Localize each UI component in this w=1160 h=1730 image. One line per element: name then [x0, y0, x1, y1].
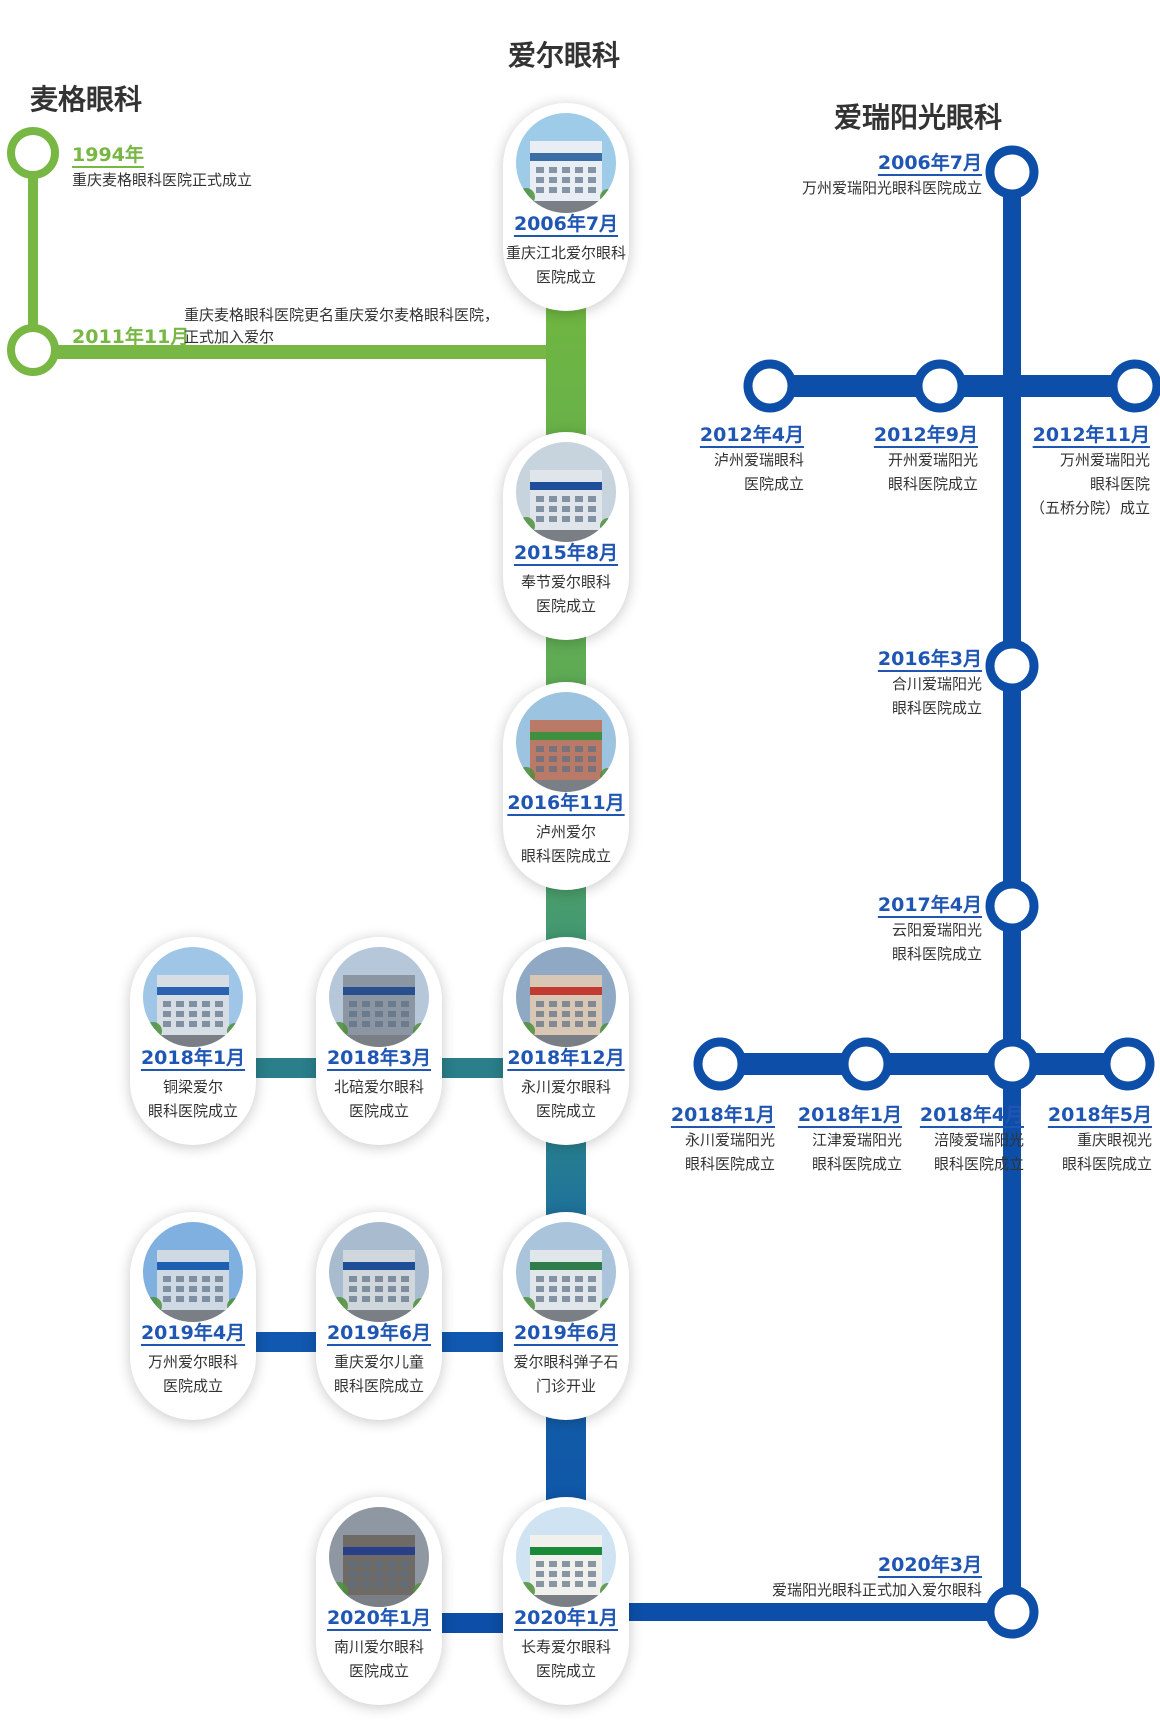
airui-event-2012-11-text: 万州爱瑞阳光 眼科医院 （五桥分院）成立 [1029, 451, 1150, 517]
airui-event-2018-01-b-date: 2018年1月 [797, 1104, 902, 1126]
card-text: 奉节爱尔眼科 医院成立 [520, 573, 611, 615]
maige-node-1994 [7, 127, 59, 179]
aier-card-2006-07: 2006年7月 重庆江北爱尔眼科 医院成立 [503, 103, 629, 311]
airui-node-2006 [985, 145, 1039, 199]
maige-event-1-text: 重庆麦格眼科医院正式成立 [72, 171, 253, 189]
card-text: 万州爱尔眼科 医院成立 [147, 1353, 238, 1395]
card-text: 铜梁爱尔 眼科医院成立 [147, 1078, 238, 1120]
airui-node-2016-03 [985, 639, 1039, 693]
airui-event-2012-11-date: 2012年11月 [1032, 424, 1150, 446]
card-date: 2006年7月 [513, 213, 619, 235]
hospital-photo-icon [516, 1222, 616, 1322]
aier-card-2015-08: 2015年8月 奉节爱尔眼科 医院成立 [503, 432, 629, 640]
hospital-photo-icon [329, 947, 429, 1047]
airui-node-2020-03 [985, 1585, 1039, 1639]
aier-card-2018-12: 2018年12月 永川爱尔眼科 医院成立 [503, 937, 629, 1145]
card-text: 永川爱尔眼科 医院成立 [520, 1078, 611, 1120]
airui-node-2018-05 [1101, 1037, 1155, 1091]
hospital-photo-icon [143, 947, 243, 1047]
airui-title: 爱瑞阳光眼科 [834, 101, 1003, 134]
card-date: 2019年4月 [140, 1322, 246, 1344]
airui-node-2012-09 [913, 359, 967, 413]
airui-node-2018-01-a [693, 1037, 747, 1091]
airui-event-2017-04-date: 2017年4月 [877, 894, 982, 916]
maige-event-2-text: 重庆麦格眼科医院更名重庆爱尔麦格眼科医院， 正式加入爱尔 [184, 306, 500, 346]
maige-event-2-date: 2011年11月 [72, 326, 190, 348]
aier-title: 爱尔眼科 [508, 39, 621, 72]
aier-card-2020-01-a: 2020年1月 长寿爱尔眼科 医院成立 [503, 1497, 629, 1705]
airui-node-2018-01-b [839, 1037, 893, 1091]
airui-node-2018-04 [985, 1037, 1039, 1091]
maige-title: 麦格眼科 [30, 83, 143, 116]
airui-event-2018-01-b-text: 江津爱瑞阳光 眼科医院成立 [811, 1131, 902, 1173]
card-text: 重庆江北爱尔眼科 医院成立 [505, 244, 626, 286]
airui-event-2020-03-text: 爱瑞阳光眼科正式加入爱尔眼科 [771, 1581, 982, 1599]
aier-card-2019-06-a: 2019年6月 爱尔眼科弹子石 门诊开业 [503, 1212, 629, 1420]
card-text: 长寿爱尔眼科 医院成立 [520, 1638, 611, 1680]
hospital-photo-icon [516, 947, 616, 1047]
card-date: 2018年1月 [140, 1047, 246, 1069]
card-date: 2019年6月 [326, 1322, 432, 1344]
airui-node-2012-04 [743, 359, 797, 413]
airui-node-2017-04 [985, 879, 1039, 933]
card-date: 2016年11月 [507, 792, 625, 814]
aier-card-2018-01: 2018年1月 铜梁爱尔 眼科医院成立 [130, 937, 256, 1145]
hospital-photo-icon [516, 1507, 616, 1607]
hospital-photo-icon [143, 1222, 243, 1322]
card-text: 泸州爱尔 眼科医院成立 [520, 823, 611, 865]
airui-node-2012-11 [1108, 359, 1160, 413]
airui-event-2018-05-date: 2018年5月 [1047, 1104, 1152, 1126]
aier-card-2018-03: 2018年3月 北碚爱尔眼科 医院成立 [316, 937, 442, 1145]
airui-event-2017-04-text: 云阳爱瑞阳光 眼科医院成立 [891, 921, 982, 963]
hospital-photo-icon [329, 1507, 429, 1607]
airui-event-2012-09-date: 2012年9月 [873, 424, 978, 446]
card-date: 2019年6月 [513, 1322, 619, 1344]
airui-event-2006-07-date: 2006年7月 [877, 152, 982, 174]
hospital-photo-icon [516, 113, 616, 213]
aier-card-2016-11: 2016年11月 泸州爱尔 眼科医院成立 [503, 682, 629, 890]
card-date: 2020年1月 [513, 1607, 619, 1629]
airui-event-2012-04-text: 泸州爱瑞眼科 医院成立 [713, 451, 804, 493]
airui-event-2018-04-date: 2018年4月 [919, 1104, 1024, 1126]
airui-event-2018-01-a-date: 2018年1月 [670, 1104, 775, 1126]
card-date: 2020年1月 [326, 1607, 432, 1629]
airui-event-2012-09-text: 开州爱瑞阳光 眼科医院成立 [887, 451, 978, 493]
aier-card-2019-04: 2019年4月 万州爱尔眼科 医院成立 [130, 1212, 256, 1420]
hospital-photo-icon [329, 1222, 429, 1322]
aier-card-2020-01-b: 2020年1月 南川爱尔眼科 医院成立 [316, 1497, 442, 1705]
hospital-photo-icon [516, 692, 616, 792]
card-text: 爱尔眼科弹子石 门诊开业 [513, 1353, 619, 1395]
airui-event-2018-01-a-text: 永川爱瑞阳光 眼科医院成立 [684, 1131, 775, 1173]
card-text: 重庆爱尔儿童 眼科医院成立 [333, 1353, 424, 1395]
maige-node-2011 [7, 324, 59, 376]
airui-event-2020-03-date: 2020年3月 [877, 1554, 982, 1576]
airui-event-2018-05-text: 重庆眼视光 眼科医院成立 [1061, 1131, 1152, 1173]
airui-event-2012-04-date: 2012年4月 [699, 424, 804, 446]
aier-card-2019-06-b: 2019年6月 重庆爱尔儿童 眼科医院成立 [316, 1212, 442, 1420]
airui-event-2006-07-text: 万州爱瑞阳光眼科医院成立 [801, 179, 982, 197]
card-date: 2018年12月 [507, 1047, 625, 1069]
card-text: 南川爱尔眼科 医院成立 [333, 1638, 424, 1680]
card-date: 2015年8月 [513, 542, 619, 564]
airui-event-2016-03-date: 2016年3月 [877, 648, 982, 670]
airui-event-2016-03-text: 合川爱瑞阳光 眼科医院成立 [891, 675, 982, 717]
maige-event-1-date: 1994年 [72, 144, 144, 166]
card-date: 2018年3月 [326, 1047, 432, 1069]
card-text: 北碚爱尔眼科 医院成立 [333, 1078, 424, 1120]
hospital-photo-icon [516, 442, 616, 542]
airui-event-2018-04-text: 涪陵爱瑞阳光 眼科医院成立 [933, 1131, 1024, 1173]
